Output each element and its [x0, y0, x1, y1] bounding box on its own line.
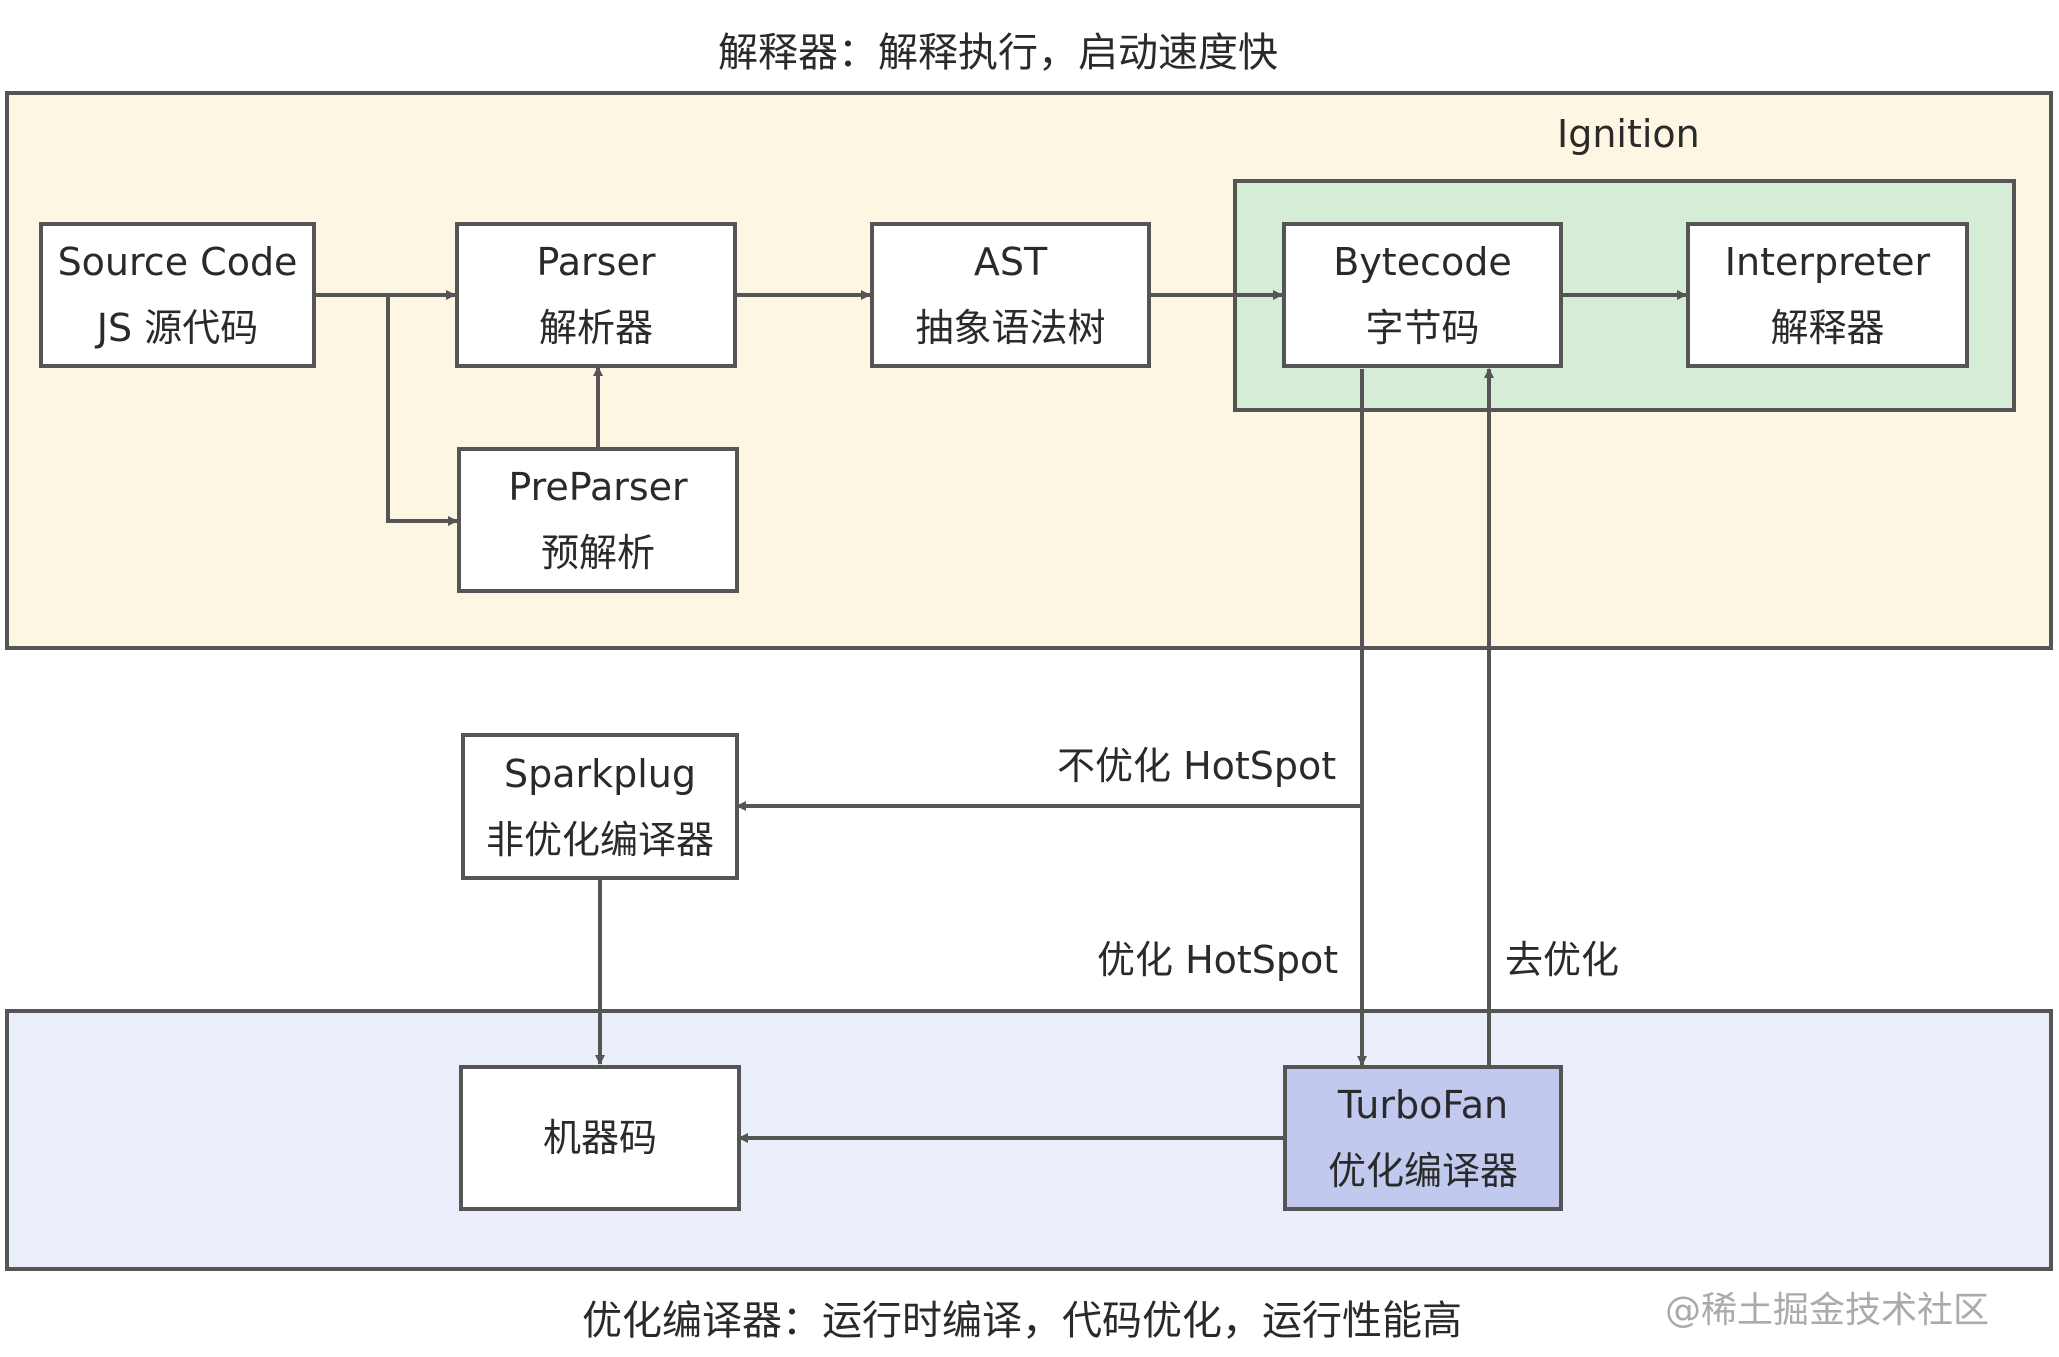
- node-interpreter: Interpreter 解释器: [1686, 222, 1969, 368]
- node-sparkplug-zh: 非优化编译器: [485, 817, 714, 862]
- node-interpreter-zh: 解释器: [1770, 306, 1885, 350]
- edge-label-not-optimized: 不优化 HotSpot: [1057, 744, 1337, 788]
- node-machine-code: 机器码: [459, 1065, 741, 1211]
- node-turbofan: TurboFan 优化编译器: [1283, 1065, 1563, 1211]
- node-source-code-zh: JS 源代码: [96, 306, 259, 350]
- node-sparkplug: Sparkplug 非优化编译器: [461, 733, 739, 880]
- ignition-label: Ignition: [1557, 112, 1700, 156]
- edge-label-deoptimize: 去优化: [1505, 938, 1620, 982]
- edge-label-optimized: 优化 HotSpot: [1097, 938, 1339, 982]
- node-turbofan-zh: 优化编译器: [1327, 1149, 1518, 1193]
- node-source-code-en: Source Code: [57, 240, 298, 284]
- node-preparser-en: PreParser: [508, 465, 688, 509]
- edge-source-preparser: [386, 295, 458, 526]
- node-preparser: PreParser 预解析: [457, 447, 739, 593]
- node-parser: Parser 解析器: [455, 222, 737, 368]
- node-bytecode-zh: 字节码: [1365, 306, 1480, 350]
- node-source-code: Source Code JS 源代码: [39, 222, 316, 368]
- node-interpreter-en: Interpreter: [1724, 240, 1931, 284]
- node-bytecode-en: Bytecode: [1333, 240, 1512, 284]
- node-turbofan-en: TurboFan: [1337, 1083, 1509, 1127]
- node-ast-en: AST: [973, 240, 1048, 284]
- node-machine-code-zh: 机器码: [542, 1116, 657, 1160]
- bottom-caption: 优化编译器：运行时编译，代码优化，运行性能高: [582, 1298, 1462, 1344]
- node-ast: AST 抽象语法树: [870, 222, 1151, 368]
- node-parser-en: Parser: [536, 240, 656, 284]
- node-preparser-zh: 预解析: [540, 531, 655, 575]
- top-caption: 解释器：解释执行，启动速度快: [718, 30, 1278, 76]
- watermark: @稀土掘金技术社区: [1665, 1290, 1990, 1331]
- node-bytecode: Bytecode 字节码: [1282, 222, 1563, 368]
- node-ast-zh: 抽象语法树: [915, 306, 1106, 350]
- node-parser-zh: 解析器: [538, 306, 653, 350]
- node-sparkplug-en: Sparkplug: [503, 751, 697, 796]
